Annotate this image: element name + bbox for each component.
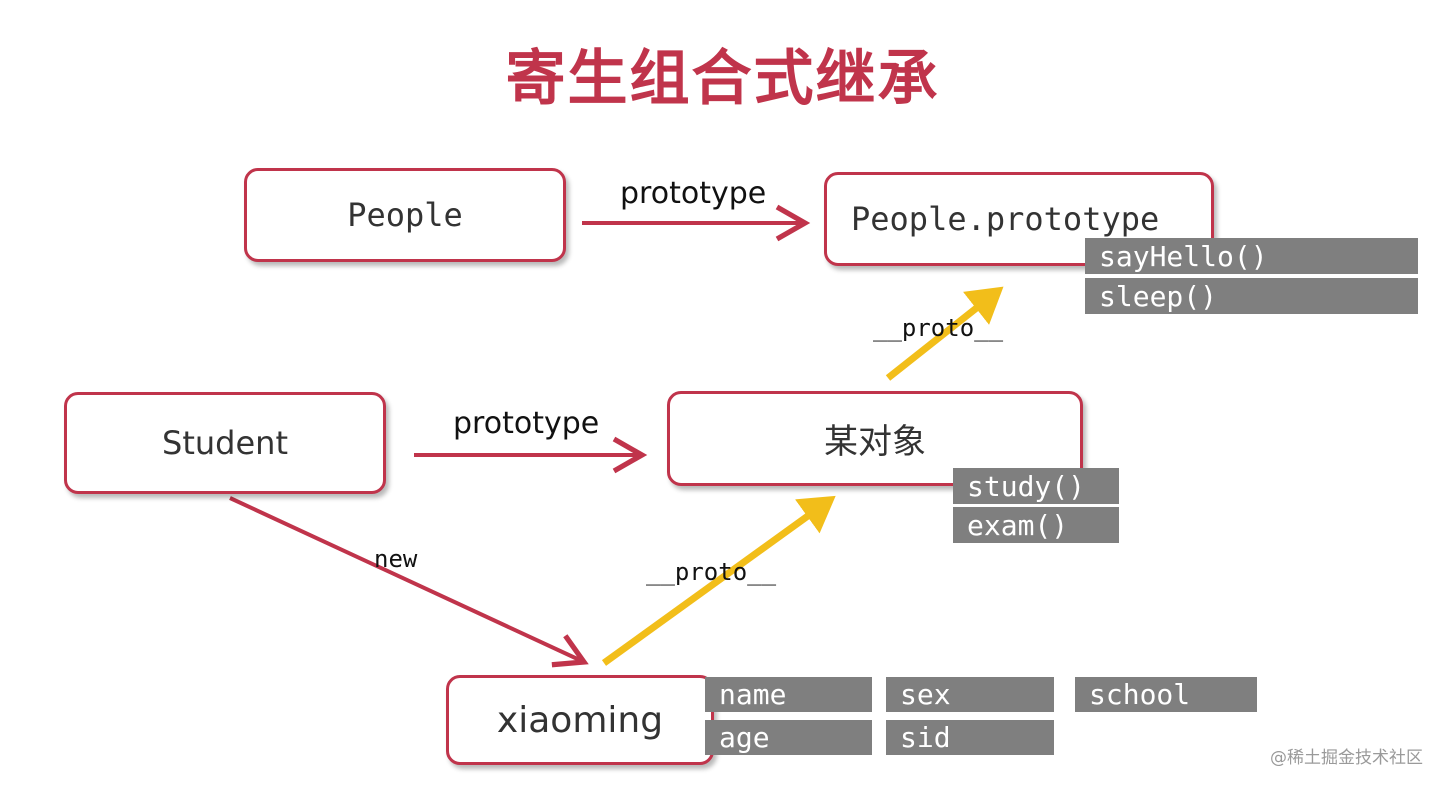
node-people-prototype-label: People.prototype — [851, 200, 1160, 238]
diagram-title: 寄生组合式继承 — [505, 44, 940, 114]
edge-label-proto-bottom: __proto__ — [646, 558, 777, 586]
method-tag: exam() — [953, 507, 1119, 543]
edge-label-student-prototype: prototype — [453, 406, 600, 441]
edge-label-people-prototype: prototype — [620, 176, 767, 211]
arrow-new — [229, 496, 589, 668]
method-tag: sleep() — [1085, 278, 1418, 314]
footer-credit: @稀土掘金技术社区 — [1270, 748, 1423, 768]
node-mou-duixiang-label: 某对象 — [824, 422, 926, 462]
node-xiaoming: xiaoming — [446, 675, 714, 765]
node-people: People — [244, 168, 566, 262]
method-tag: sayHello() — [1085, 238, 1418, 274]
node-xiaoming-label: xiaoming — [496, 699, 664, 741]
property-tag: sid — [886, 720, 1054, 755]
node-people-label: People — [347, 196, 463, 234]
edge-label-proto-top: __proto__ — [873, 314, 1004, 342]
property-tag: name — [705, 677, 872, 712]
property-tag: age — [705, 720, 872, 755]
arrow-proto-bottom — [601, 495, 836, 666]
node-student: Student — [64, 392, 386, 494]
edge-label-new: new — [374, 545, 418, 573]
method-tag: study() — [953, 468, 1119, 504]
node-student-label: Student — [162, 424, 288, 462]
node-people-prototype: People.prototype — [824, 172, 1214, 266]
property-tag: school — [1075, 677, 1257, 712]
property-tag: sex — [886, 677, 1054, 712]
arrow-proto-top — [885, 286, 1004, 381]
